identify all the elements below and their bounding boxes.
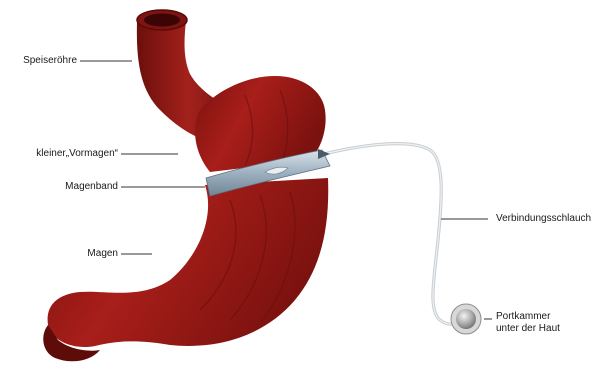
label-speiseroehre: Speiseröhre bbox=[23, 55, 77, 67]
label-portkammer-line1: Portkammer bbox=[496, 311, 560, 323]
label-magen: Magen bbox=[87, 248, 118, 260]
label-portkammer-line2: unter der Haut bbox=[496, 323, 560, 335]
stomach-body bbox=[48, 178, 329, 347]
label-kleiner-vormagen: kleiner„Vormagen“ bbox=[36, 148, 118, 160]
label-magenband: Magenband bbox=[65, 181, 118, 193]
label-portkammer: Portkammer unter der Haut bbox=[496, 311, 560, 335]
label-verbindungsschlauch: Verbindungsschlauch bbox=[496, 213, 591, 225]
port-chamber bbox=[451, 304, 481, 334]
